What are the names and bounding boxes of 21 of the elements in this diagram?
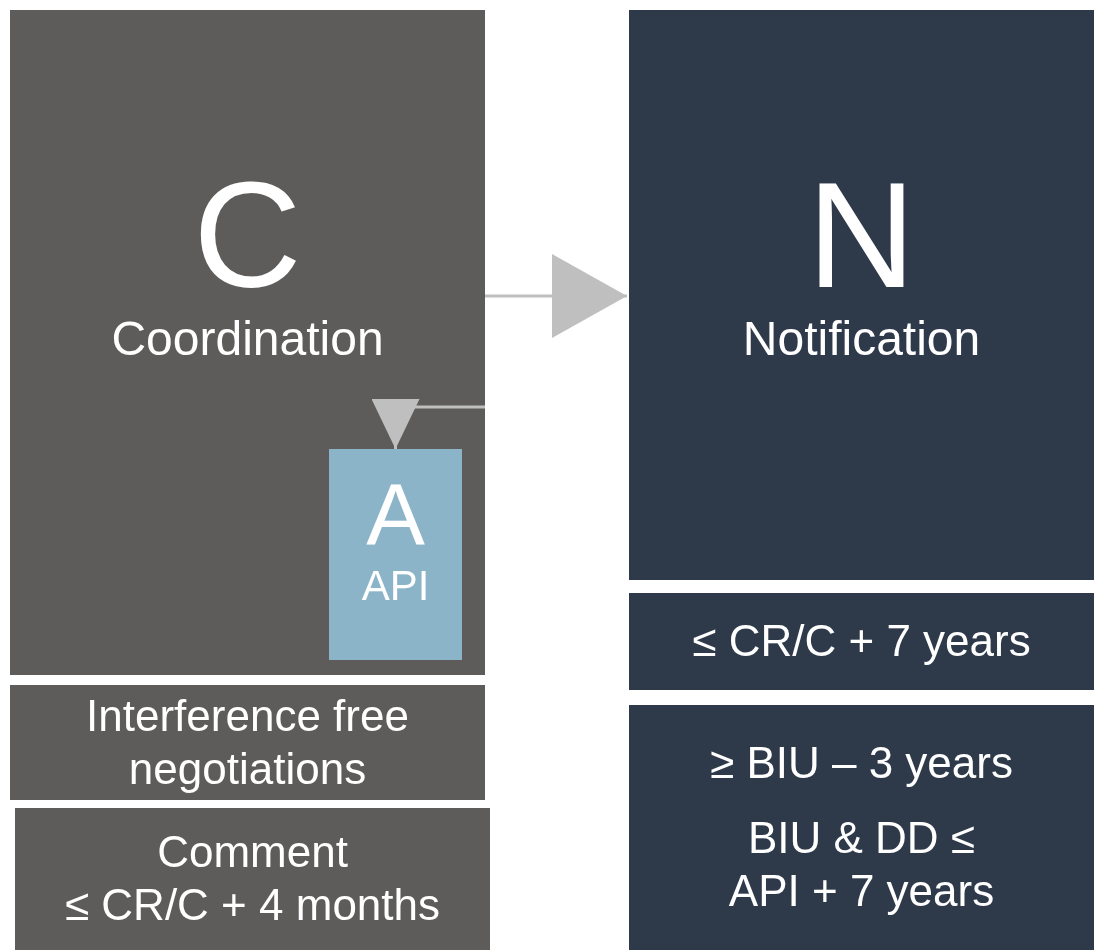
stage-title: Notification (742, 311, 981, 367)
info-text: ≤ CR/C + 4 months (64, 879, 441, 931)
info-text: ≤ CR/C + 7 years (692, 615, 1031, 668)
stage-title: Coordination (111, 311, 384, 367)
arrow (485, 254, 627, 338)
arrow (371, 399, 485, 449)
info-text: Interference free negotiations (85, 689, 410, 795)
stage-box (629, 10, 1094, 580)
info-text: Comment (157, 826, 348, 879)
info-text: BIU & DD ≤ API + 7 years (727, 812, 996, 917)
info-box (629, 593, 1094, 690)
stage-box (10, 10, 485, 675)
info-box (15, 808, 490, 950)
info-box (10, 685, 485, 800)
info-text: ≥ BIU – 3 years (710, 737, 1013, 790)
stage-letter: N (807, 160, 916, 310)
info-box (629, 705, 1094, 950)
stage-letter: C (193, 160, 302, 310)
step-box (329, 449, 462, 660)
step-title: API (361, 561, 430, 611)
step-letter: A (366, 471, 425, 559)
